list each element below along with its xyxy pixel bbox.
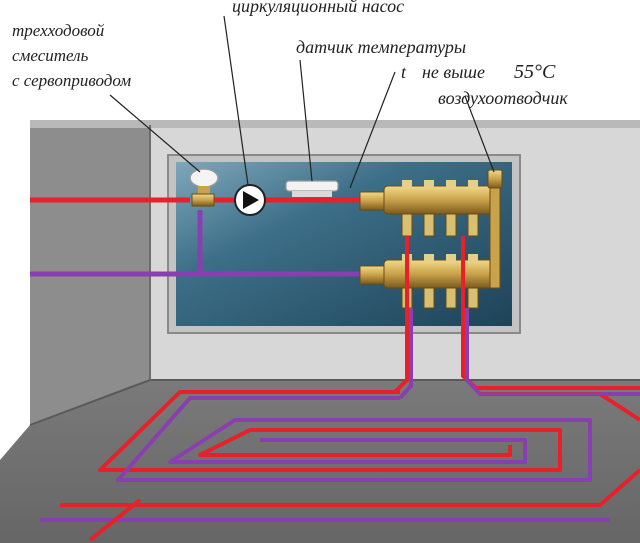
circulation-pump-icon bbox=[234, 184, 266, 216]
leader-vent bbox=[464, 95, 495, 173]
leader-mixer bbox=[109, 94, 201, 173]
leader-temp bbox=[349, 71, 396, 189]
temp-value-label: 55°C bbox=[514, 61, 556, 83]
mixer-label-line3: с сервоприводом bbox=[12, 71, 131, 90]
three-way-valve-icon bbox=[189, 168, 219, 207]
temp-text-label: не выше bbox=[422, 62, 485, 82]
leader-sensor bbox=[299, 59, 313, 182]
air-vent-icon bbox=[487, 169, 503, 289]
temp-t-label: t bbox=[401, 62, 407, 82]
sensor-label: датчик температуры bbox=[296, 37, 466, 57]
leader-lines bbox=[109, 15, 495, 189]
manifold-cabinet bbox=[167, 154, 521, 334]
temperature-sensor-icon bbox=[285, 180, 339, 197]
pump-label: циркуляционный насос bbox=[232, 0, 404, 16]
leader-pump bbox=[223, 15, 249, 186]
return-line bbox=[30, 210, 362, 277]
supply-manifold-icon bbox=[359, 180, 497, 237]
mixer-label-line2: смеситель bbox=[12, 46, 89, 65]
return-manifold-icon bbox=[359, 254, 497, 309]
mixer-label-line1: трехходовой bbox=[12, 21, 105, 40]
floor-heating-loops bbox=[40, 390, 640, 542]
wall-top-edge bbox=[30, 120, 640, 128]
air-vent-label: воздухоотводчик bbox=[438, 88, 568, 108]
corner-edge-floor bbox=[29, 379, 151, 426]
